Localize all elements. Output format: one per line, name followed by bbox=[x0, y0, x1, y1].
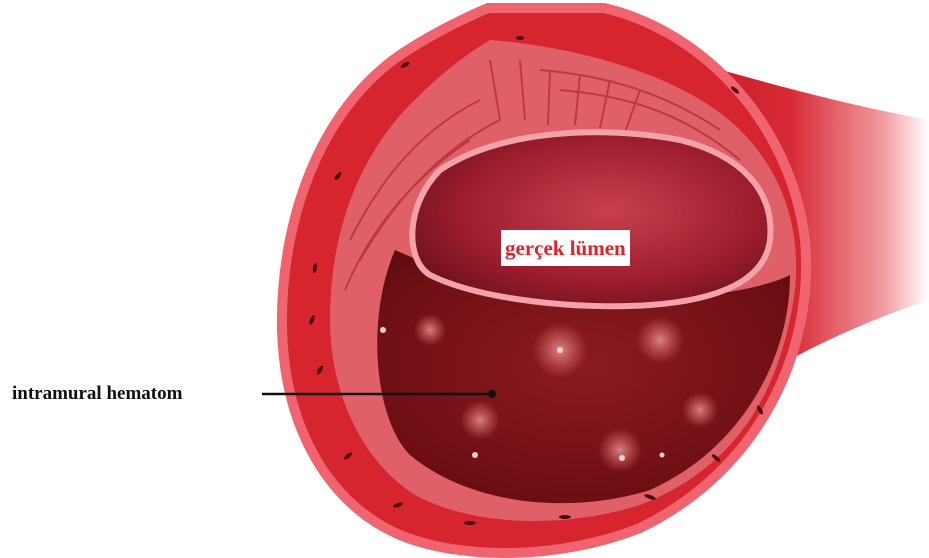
hematoma-pointer-dot bbox=[488, 390, 496, 398]
true-lumen bbox=[412, 132, 770, 306]
intramural-hematoma-label: intramural hematom bbox=[12, 382, 182, 406]
true-lumen-label: gerçek lümen bbox=[501, 230, 630, 266]
